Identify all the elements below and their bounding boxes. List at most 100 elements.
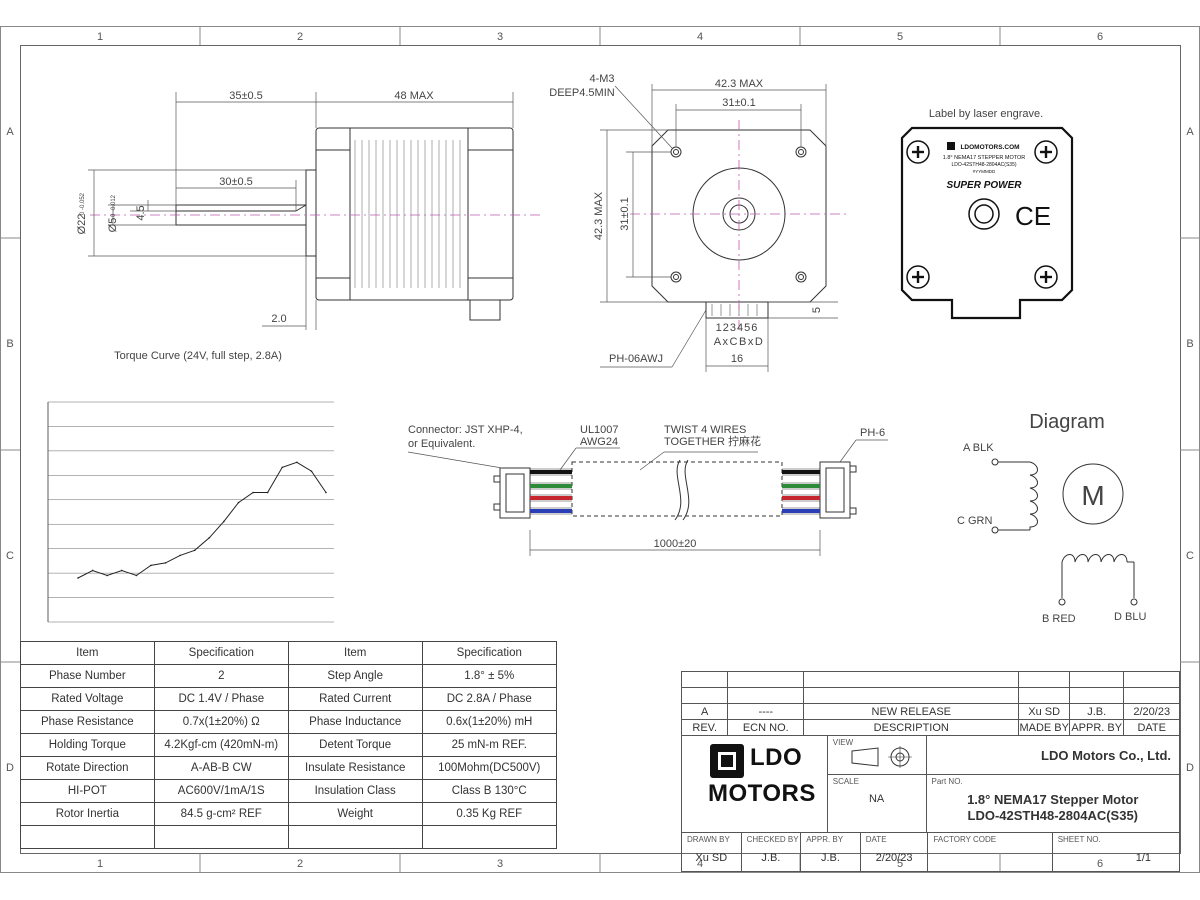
spec-cell: Holding Torque bbox=[20, 733, 155, 757]
row-label-left: B bbox=[6, 338, 13, 350]
spec-header-cell: Specification bbox=[153, 641, 289, 665]
spec-cell: Rotate Direction bbox=[20, 756, 155, 780]
torque-data-point bbox=[252, 491, 254, 494]
spec-cell: DC 1.4V / Phase bbox=[153, 687, 289, 711]
rev-cell: A bbox=[680, 703, 729, 720]
ecn-header: ECN NO. bbox=[727, 719, 805, 736]
row-label-left: C bbox=[6, 550, 14, 562]
view-cell: VIEW bbox=[826, 735, 927, 775]
drawn-by-value: Xu SD bbox=[695, 852, 728, 864]
logo-cell: LDO MOTORS bbox=[681, 735, 828, 833]
spec-table-header: Item Specification Item Specification bbox=[20, 641, 558, 665]
col-label-top: 5 bbox=[897, 31, 903, 43]
checked-by-label: CHECKED BY bbox=[746, 835, 799, 844]
spec-cell: Rotor Inertia bbox=[20, 802, 155, 826]
part-title-line-1: 1.8° NEMA17 Stepper Motor bbox=[967, 792, 1139, 807]
torque-data-point bbox=[296, 461, 298, 464]
spec-cell: Phase Number bbox=[20, 664, 155, 688]
checked-by-value: J.B. bbox=[761, 852, 781, 864]
torque-data-point bbox=[208, 536, 211, 539]
spec-cell: AC600V/1mA/1S bbox=[153, 779, 289, 803]
made-by-header: MADE BY bbox=[1018, 719, 1070, 736]
made-by-cell: Xu SD bbox=[1018, 703, 1070, 720]
pin-numbers: 123456 bbox=[716, 322, 759, 334]
checked-by-cell: CHECKED BY J.B. bbox=[740, 832, 802, 872]
torque-caption: Torque Curve (24V, full step, 2.8A) bbox=[114, 350, 282, 362]
label-tagline: SUPER POWER bbox=[946, 180, 1022, 191]
col-label-bottom: 2 bbox=[297, 858, 303, 870]
spec-cell: 0.6x(1±20%) mH bbox=[421, 710, 558, 734]
terminal-b-label: B RED bbox=[1042, 613, 1076, 625]
table-row: Rotate Direction A-AB-B CW Insulate Resi… bbox=[20, 756, 558, 780]
spec-cell: DC 2.8A / Phase bbox=[421, 687, 558, 711]
label-model-line-3: #YYMMDD bbox=[973, 169, 996, 174]
spec-cell: Step Angle bbox=[287, 664, 423, 688]
wiring-diagram bbox=[991, 458, 1138, 606]
date-header: DATE bbox=[1123, 719, 1180, 736]
approved-by-value: J.B. bbox=[821, 852, 840, 864]
torque-data-point bbox=[325, 491, 327, 494]
motor-body bbox=[315, 127, 514, 301]
dim-connector-width: 16 bbox=[731, 353, 743, 365]
scale-value: NA bbox=[868, 793, 885, 805]
torque-data-point bbox=[120, 569, 123, 572]
drawn-by-cell: DRAWN BY Xu SD bbox=[681, 832, 742, 872]
spec-header-cell: Specification bbox=[421, 641, 558, 665]
dim-flat-length: 30±0.5 bbox=[219, 176, 253, 188]
revision-table: A ---- NEW RELEASE Xu SD J.B. 2/20/23 RE… bbox=[680, 671, 1180, 736]
row-label-left: A bbox=[6, 126, 14, 138]
ecn-cell: ---- bbox=[727, 703, 805, 720]
torque-data-point bbox=[106, 574, 108, 577]
cable-length: 1000±20 bbox=[654, 538, 697, 550]
spec-header-cell: Item bbox=[287, 641, 423, 665]
table-row: Rotor Inertia 84.5 g-cm² REF Weight 0.35… bbox=[20, 802, 558, 826]
spec-cell: 0.35 Kg REF bbox=[421, 802, 558, 826]
dim-shaft-diameter: Ø5 bbox=[107, 218, 119, 233]
connector-note-line-2: or Equivalent. bbox=[408, 438, 475, 450]
thread-note-line-2: DEEP4.5MIN bbox=[549, 87, 614, 99]
row-label-right: A bbox=[1186, 126, 1194, 138]
motor-symbol: M bbox=[1081, 480, 1104, 511]
spec-cell: 0.7x(1±20%) Ω bbox=[153, 710, 289, 734]
label-model-line-2: LDO-42STH48-2804AC(S35) bbox=[951, 162, 1016, 168]
company-cell: LDO Motors Co., Ltd. bbox=[925, 735, 1181, 775]
spec-cell: 4.2Kgf-cm (420mN-m) bbox=[153, 733, 289, 757]
spec-cell: 25 mN-m REF. bbox=[421, 733, 558, 757]
terminal-a-label: A BLK bbox=[963, 442, 994, 454]
spec-cell-empty bbox=[287, 825, 423, 849]
torque-data-point bbox=[193, 549, 196, 552]
part-cell: Part NO. 1.8° NEMA17 Stepper Motor LDO-4… bbox=[925, 774, 1181, 833]
thread-note-line-1: 4-M3 bbox=[589, 73, 614, 85]
logo-text-line-1: LDO bbox=[750, 744, 803, 771]
row-label-right: C bbox=[1186, 550, 1194, 562]
part-no-label: Part NO. bbox=[931, 777, 963, 786]
table-row bbox=[20, 825, 558, 849]
date-label: DATE bbox=[865, 835, 887, 844]
approved-by-label: APPR. BY bbox=[806, 835, 844, 844]
twist-note-line-2: TOGETHER 拧麻花 bbox=[664, 434, 761, 448]
revision-row: A ---- NEW RELEASE Xu SD J.B. 2/20/23 bbox=[680, 703, 1180, 720]
table-row: Phase Resistance 0.7x(1±20%) Ω Phase Ind… bbox=[20, 710, 558, 734]
sheet-no-value: 1/1 bbox=[1135, 852, 1151, 864]
dim-body-length: 48 MAX bbox=[394, 90, 434, 102]
table-row: Phase Number 2 Step Angle 1.8° ± 5% bbox=[20, 664, 558, 688]
connector-name: PH-06AWJ bbox=[609, 353, 663, 365]
factory-code-label: FACTORY CODE bbox=[933, 835, 997, 844]
date-sign-cell: DATE 2/20/23 bbox=[859, 832, 929, 872]
cable-drawing bbox=[407, 439, 888, 556]
appr-by-header: APPR. BY bbox=[1068, 719, 1125, 736]
spec-cell-empty bbox=[20, 825, 155, 849]
description-cell: NEW RELEASE bbox=[803, 703, 1020, 720]
dim-shaft-tolerance: 0 -0.012 bbox=[111, 194, 117, 217]
rev-header: REV. bbox=[680, 719, 729, 736]
torque-data-point bbox=[150, 564, 152, 567]
spec-header-cell: Item bbox=[20, 641, 155, 665]
spec-cell: Class B 130°C bbox=[421, 779, 558, 803]
side-view bbox=[88, 92, 540, 330]
ce-mark: CE bbox=[1015, 201, 1051, 231]
dim-hole-spacing-vertical: 31±0.1 bbox=[619, 197, 631, 231]
table-row: Rated Voltage DC 1.4V / Phase Rated Curr… bbox=[20, 687, 558, 711]
row-label-right: D bbox=[1186, 762, 1194, 774]
dim-face-height: 42.3 MAX bbox=[593, 191, 605, 240]
spec-cell: 84.5 g-cm² REF bbox=[153, 802, 289, 826]
